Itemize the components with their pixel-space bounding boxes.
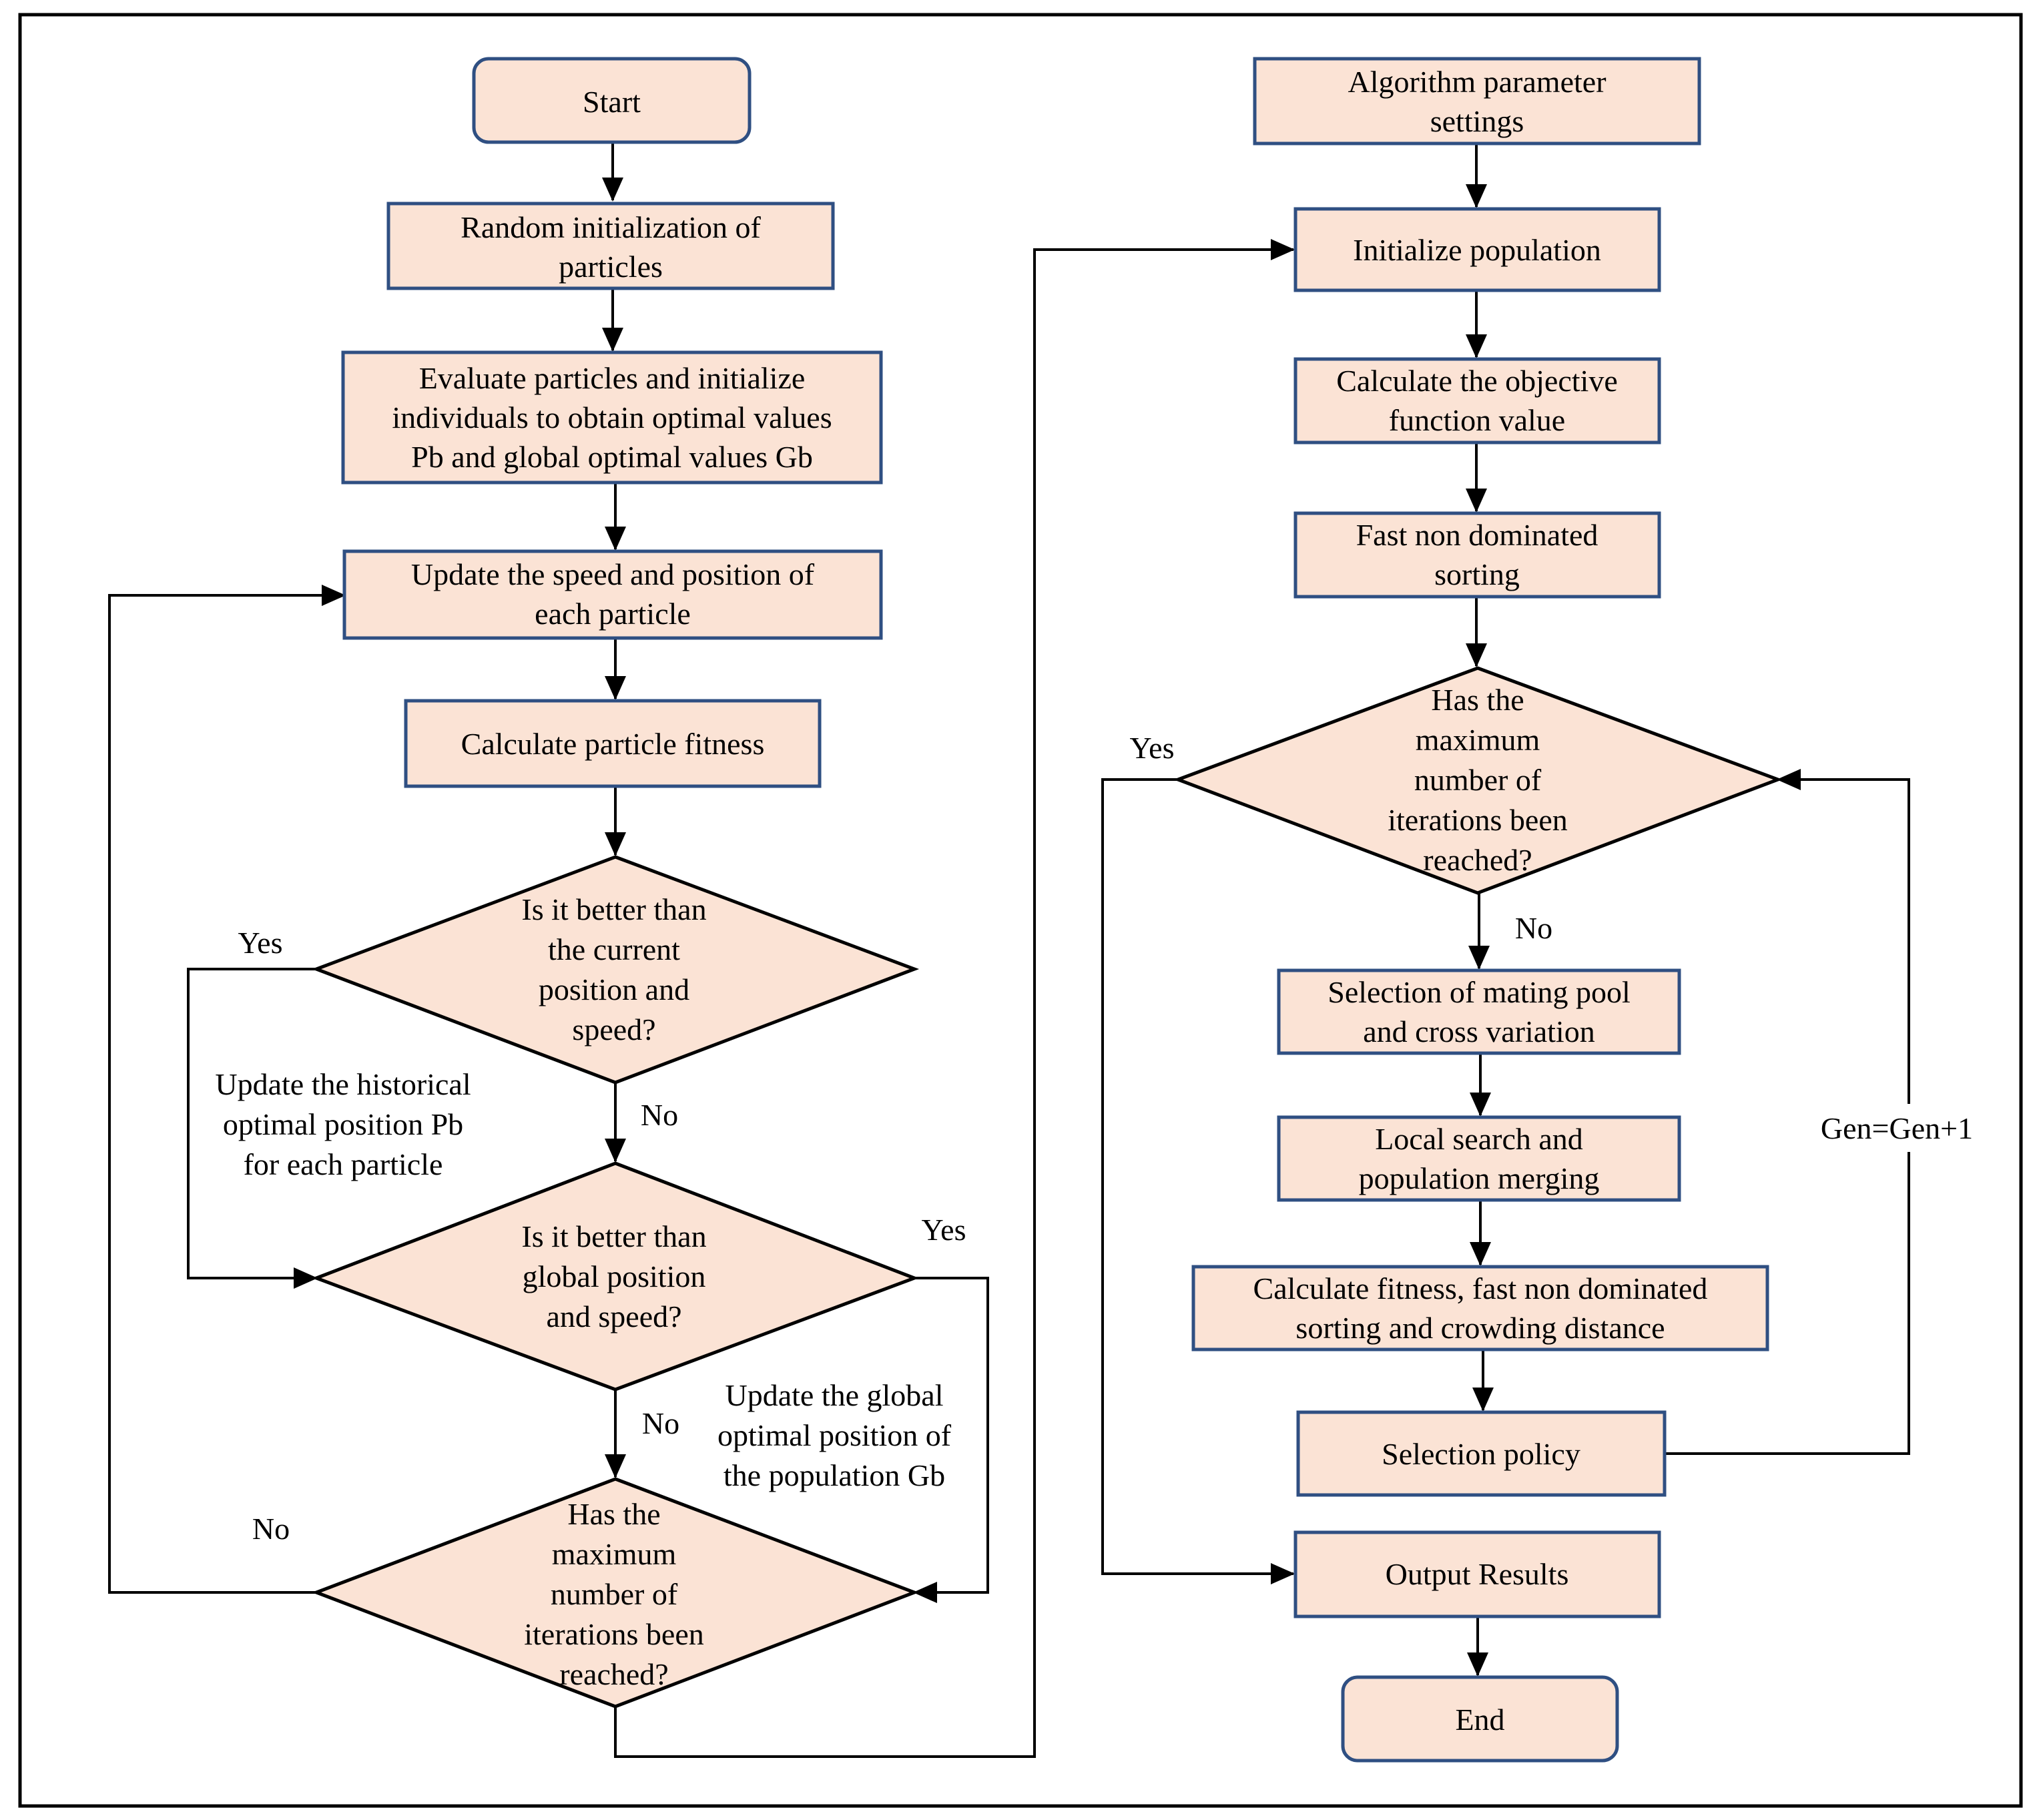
label-no-right: No [1515,911,1552,945]
node-sorting-line2: sorting [1434,557,1520,591]
decision-current-line3: position and [539,972,689,1006]
node-evaluate-line1: Evaluate particles and initialize [419,361,806,395]
node-objective-line1: Calculate the objective [1336,364,1617,398]
node-start: Start [472,57,752,144]
node-params-line1: Algorithm parameter [1348,65,1606,99]
decision-max-left-line3: number of [551,1577,678,1611]
node-calc-fitness-nsga-line1: Calculate fitness, fast non dominated [1253,1271,1708,1305]
note-gb-line2: optimal position of [717,1418,952,1452]
node-objective: Calculate the objective function value [1293,357,1661,444]
node-local-search: Local search and population merging [1277,1115,1681,1202]
label-yes-current: Yes [238,926,283,960]
label-no-max-left: No [252,1512,290,1546]
node-start-label: Start [583,85,641,119]
gen-label-bg [1811,1104,2005,1152]
label-no-current: No [641,1098,678,1132]
node-calc-fitness-nsga: Calculate fitness, fast non dominated so… [1191,1265,1769,1351]
decision-current-line1: Is it better than [521,892,706,926]
node-params: Algorithm parameter settings [1253,57,1701,145]
line-decision1-yes [187,968,318,1289]
node-local-search-line1: Local search and [1375,1122,1583,1156]
node-evaluate-line3: Pb and global optimal values Gb [411,440,813,474]
line-nsga-yes [1101,778,1295,1584]
node-mating-line2: and cross variation [1363,1014,1594,1048]
node-sorting: Fast non dominated sorting [1293,511,1661,599]
label-gen: Gen=Gen+1 [1821,1111,1973,1145]
decision-max-right-line2: maximum [1416,723,1540,757]
line-decision2-yes [913,1277,989,1603]
node-calc-fitness: Calculate particle fitness [404,699,822,788]
node-calc-fitness-nsga-line2: sorting and crowding distance [1295,1311,1665,1345]
node-calc-fitness-label: Calculate particle fitness [461,727,765,761]
decision-max-right-line3: number of [1414,763,1542,797]
node-output-label: Output Results [1386,1557,1569,1591]
node-local-search-line2: population merging [1359,1161,1600,1195]
node-mating-line1: Selection of mating pool [1328,975,1631,1009]
decision-max-right-line1: Has the [1431,683,1524,717]
node-update-speed: Update the speed and position of each pa… [342,549,883,640]
node-random-init-line1: Random initialization of [461,210,761,244]
decision-max-right-line5: reached? [1423,843,1532,877]
note-pb-line1: Update the historical [215,1067,471,1101]
decision-max-left: Has the maximum number of iterations bee… [311,1477,920,1709]
node-init-pop: Initialize population [1293,207,1661,292]
decision-max-left-line5: reached? [559,1657,668,1691]
node-update-speed-line2: each particle [535,597,691,631]
note-gb-line3: the population Gb [723,1458,945,1492]
note-pb-line2: optimal position Pb [223,1107,463,1141]
outer-frame [18,13,2023,1808]
node-mating: Selection of mating pool and cross varia… [1277,968,1681,1055]
node-output: Output Results [1293,1530,1661,1618]
label-yes-right: Yes [1130,731,1175,765]
node-selection-label: Selection policy [1382,1437,1580,1471]
decision-global-line3: and speed? [546,1299,681,1333]
decision-global: Is it better than global position and sp… [311,1161,920,1392]
node-evaluate: Evaluate particles and initialize indivi… [341,350,883,485]
decision-global-line2: global position [523,1259,706,1293]
node-selection: Selection policy [1296,1410,1667,1497]
node-random-init-line2: particles [559,250,663,284]
node-init-pop-label: Initialize population [1353,233,1601,267]
line-decision3-to-nsga [614,239,1295,1758]
decision-current: Is it better than the current position a… [311,855,920,1085]
node-sorting-line1: Fast non dominated [1356,518,1598,552]
decision-current-line4: speed? [572,1012,655,1046]
label-no-global: No [642,1406,679,1440]
node-evaluate-line2: individuals to obtain optimal values [392,400,832,434]
node-end-label: End [1455,1703,1504,1737]
label-yes-global: Yes [922,1213,966,1247]
note-gb-line1: Update the global [725,1378,943,1412]
decision-global-line1: Is it better than [521,1219,706,1253]
decision-current-line2: the current [548,932,680,966]
decision-max-left-line2: maximum [552,1537,677,1571]
node-objective-line2: function value [1389,403,1565,437]
node-end: End [1341,1675,1619,1763]
node-random-init: Random initialization of particles [386,202,835,290]
decision-max-right: Has the maximum number of iterations bee… [1173,666,1783,895]
node-update-speed-line1: Update the speed and position of [411,557,815,591]
decision-max-left-line4: iterations been [524,1617,704,1651]
line-decision3-no-loop [108,585,346,1594]
node-params-line2: settings [1430,104,1524,138]
note-pb-line3: for each particle [244,1147,443,1181]
decision-max-right-line4: iterations been [1388,803,1568,837]
decision-max-left-line1: Has the [567,1497,660,1531]
